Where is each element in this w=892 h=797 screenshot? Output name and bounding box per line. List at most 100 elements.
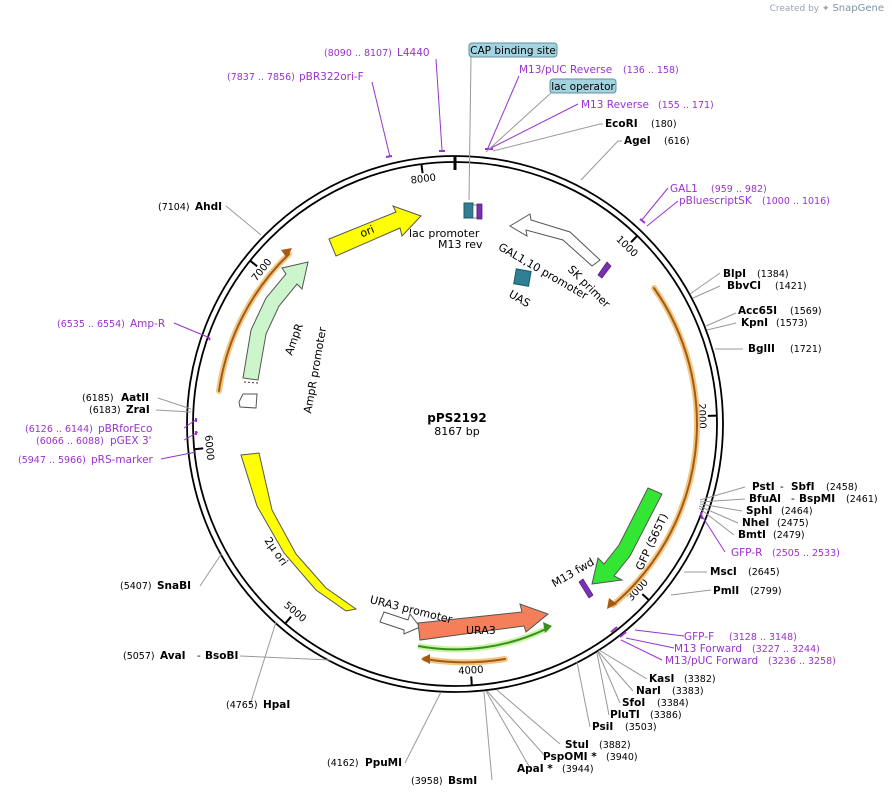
enzyme-pos-bglii: (1721) — [790, 344, 822, 355]
primer-name-m13-reverse: M13 Reverse — [581, 99, 649, 111]
orange-arrowhead-right — [607, 598, 617, 609]
ori-feature[interactable] — [328, 205, 422, 257]
enzyme-name-pluti[interactable]: PluTI — [610, 709, 640, 721]
primer-name-pbr322ori-f: pBR322ori-F — [299, 71, 364, 83]
enzyme-name-hpai[interactable]: HpaI — [263, 699, 290, 711]
enzyme-name-ahdi[interactable]: AhdI — [195, 201, 222, 213]
enzyme-name-bsmi[interactable]: BsmI — [448, 775, 477, 787]
ampr-promoter-feature[interactable] — [238, 393, 258, 409]
enzyme-name-avai[interactable]: AvaI — [160, 650, 186, 662]
tick-label-6000: 6000 — [202, 435, 215, 461]
enzyme-name-stui[interactable]: StuI — [565, 739, 589, 751]
primer-name-gal1: GAL1 — [670, 183, 698, 195]
ura3-promoter-feature[interactable] — [379, 611, 421, 635]
ampr-dashed-line — [243, 381, 259, 384]
lac-operator-label: lac operator — [551, 81, 615, 93]
primer-range-amp-r: (6535 .. 6554) — [57, 319, 125, 330]
primer-range-prs-marker: (5947 .. 5966) — [18, 455, 86, 466]
enzyme-name-nari[interactable]: NarI — [636, 685, 661, 697]
enzyme-name-bbvci[interactable]: BbvCI — [727, 280, 761, 292]
enzyme-name-blpi[interactable]: BlpI — [723, 268, 746, 280]
ura3-feature[interactable] — [417, 603, 550, 641]
primer-range-m13-puc-reverse: (136 .. 158) — [623, 65, 679, 76]
tick-label-4000: 4000 — [458, 665, 484, 678]
enzyme-pos-acc65i: (1569) — [790, 306, 822, 317]
ampr-label: AmpR — [282, 321, 306, 357]
orange-arcs — [216, 251, 700, 666]
enzyme-name-psii[interactable]: PsiI — [592, 721, 613, 733]
enzyme-pos-snabi: (5407) — [120, 581, 152, 592]
enzyme-name-bfuai[interactable]: BfuAI — [749, 493, 781, 505]
enzyme-pos-kpni: (1573) — [776, 318, 808, 329]
primer-range-gfp-r: (2505 .. 2533) — [772, 548, 840, 559]
tick-mark-7000 — [249, 259, 258, 268]
primer-range-pgex-3: (6066 .. 6088) — [36, 436, 104, 447]
enzyme-name-acc65i[interactable]: Acc65I — [738, 305, 777, 317]
enzyme-name-snabi[interactable]: SnaBI — [157, 580, 191, 592]
sk-primer-feature[interactable] — [597, 261, 612, 279]
enzyme-pos-pspomi: (3940) — [606, 752, 638, 763]
enzyme-name-pmli[interactable]: PmlI — [713, 585, 739, 597]
enzyme-pos-apai: (3944) — [562, 764, 594, 775]
enzyme-name-agei[interactable]: AgeI — [624, 135, 651, 147]
ampr-feature[interactable] — [242, 261, 309, 381]
primer-range-gal1: (959 .. 982) — [711, 184, 767, 195]
cap-binding-site-label: CAP binding site — [470, 45, 556, 57]
gfp-feature[interactable] — [591, 487, 663, 585]
gal1-10-promoter-feature[interactable] — [509, 213, 601, 267]
enzyme-name-apai[interactable]: ApaI * — [517, 763, 553, 775]
enzyme-name-sphi[interactable]: SphI — [746, 505, 772, 517]
enzyme-pos-sphi: (2464) — [781, 506, 813, 517]
enzyme-name-sfoi[interactable]: SfoI — [622, 697, 645, 709]
watermark-brand: SnapGene — [832, 3, 884, 14]
primer-name-gfp-r: GFP-R — [731, 547, 762, 559]
enzyme-name-kasi[interactable]: KasI — [649, 673, 674, 685]
uas-label: UAS — [506, 288, 532, 311]
primer-range-m13-reverse: (155 .. 171) — [658, 100, 714, 111]
tick-label-2000: 2000 — [695, 403, 707, 429]
enzyme-pos-hpai: (4765) — [226, 700, 258, 711]
enzyme-name-bsobi[interactable]: BsoBI — [205, 650, 238, 662]
primer-name-m13-puc-reverse: M13/pUC Reverse — [519, 64, 612, 76]
m13-rev-feature[interactable] — [476, 203, 483, 220]
tick-mark-4000 — [470, 676, 473, 686]
enzyme-name-zrai[interactable]: ZraI — [126, 404, 150, 416]
primer-range-pbr322ori-f: (7837 .. 7856) — [227, 72, 295, 83]
enzyme-name-pspomi[interactable]: PspOMI * — [543, 751, 597, 763]
enzyme-name-ppumi[interactable]: PpuMI — [365, 757, 402, 769]
enzyme-pos-avai: (5057) — [123, 651, 155, 662]
enzyme-name-aatii[interactable]: AatII — [121, 392, 149, 404]
primer-markers — [195, 148, 703, 638]
enzyme-name-kpni[interactable]: KpnI — [741, 317, 768, 329]
orange-arrowhead-upper-left — [281, 248, 292, 258]
cap-binding-site-box — [468, 42, 558, 58]
enzyme-name-sbfi[interactable]: SbfI — [791, 481, 815, 493]
tick-mark-8000 — [420, 164, 424, 174]
snapgene-logo-icon: ✦ — [822, 4, 830, 14]
enzyme-name-bglii[interactable]: BglII — [748, 343, 775, 355]
enzyme-name-psti[interactable]: PstI — [752, 481, 775, 493]
m13-fwd-label: M13 fwd — [550, 555, 597, 590]
enzyme-name-bspmi[interactable]: BspMI — [799, 493, 835, 505]
snapgene-watermark: Created by ✦ SnapGene — [770, 3, 884, 14]
enzyme-name-msci[interactable]: MscI — [710, 566, 737, 578]
tick-mark-1000 — [630, 235, 638, 243]
primer-range-pbrforeco: (6126 .. 6144) — [25, 424, 93, 435]
enzyme-leader-lines — [155, 123, 746, 781]
enzyme-name-nhei[interactable]: NheI — [742, 517, 769, 529]
lac-promoter-feature[interactable] — [463, 202, 474, 219]
enzyme-name-ecori[interactable]: EcoRI — [605, 118, 638, 130]
ori-label: ori — [358, 223, 376, 240]
enzyme-pos-ppumi: (4162) — [327, 758, 359, 769]
m13-fwd-feature[interactable] — [578, 578, 594, 599]
enzyme-pos-agei: (616) — [664, 136, 690, 147]
enzyme-pos-bbvci: (1421) — [775, 281, 807, 292]
boxed-label-connectors — [468, 56, 553, 201]
lac-operator-mark — [472, 204, 478, 219]
primer-name-prs-marker: pRS-marker — [91, 454, 154, 466]
two-micron-ori-feature[interactable] — [240, 452, 358, 612]
primer-range-m13-puc-forward: (3236 .. 3258) — [768, 656, 836, 667]
enzyme-pos-ahdi: (7104) — [158, 202, 190, 213]
enzyme-name-bmti[interactable]: BmtI — [738, 529, 766, 541]
uas-feature[interactable] — [513, 268, 532, 287]
